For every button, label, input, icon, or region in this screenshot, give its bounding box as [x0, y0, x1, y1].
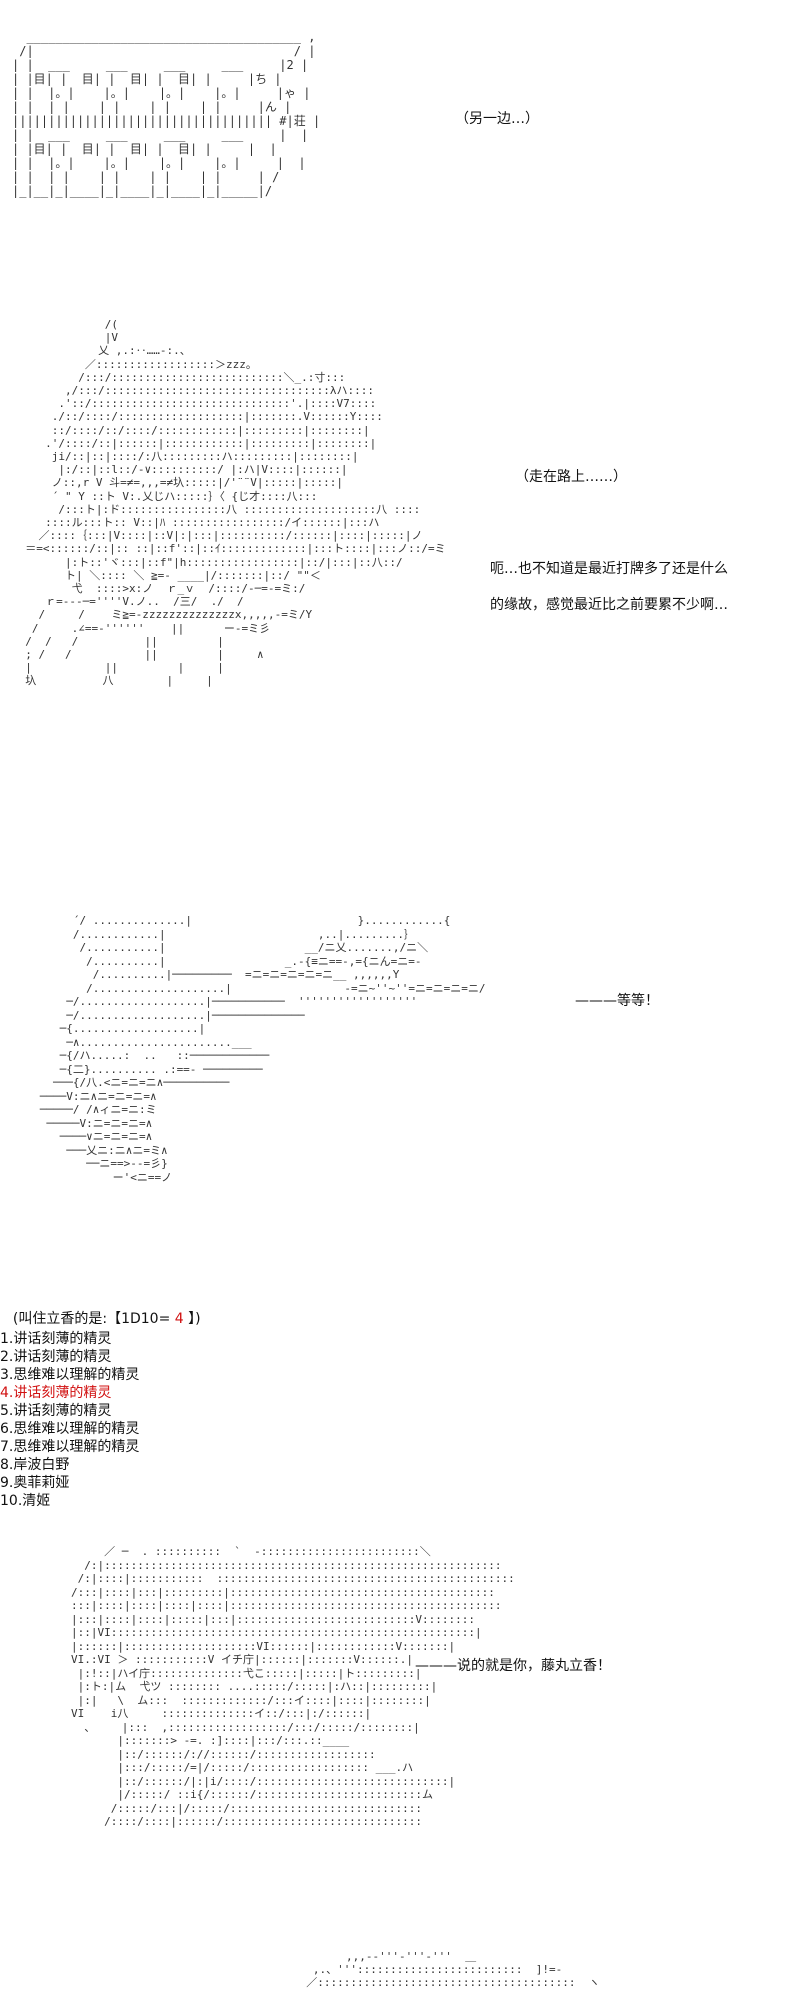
- option-item: 5.讲话刻薄的精灵: [0, 1403, 112, 1419]
- option-item: 2.讲话刻薄的精灵: [0, 1349, 112, 1365]
- option-item: 7.思维难以理解的精灵: [0, 1439, 140, 1455]
- monologue-line-1: 呃…也不知道是最近打牌多了还是什么: [490, 561, 728, 577]
- girl-character-art: ／ ─ . :::::::::: ` ‐::::::::::::::::::::…: [70, 1545, 515, 1828]
- option-item: 1.讲话刻薄的精灵: [0, 1331, 112, 1347]
- option-item-selected: 4.讲话刻薄的精灵: [0, 1385, 112, 1401]
- caption-wait: ———等等！: [575, 993, 659, 1009]
- bottom-partial-art: ,,,--'''‐'''‐''' ＿ ,.、''':::::::::::::::…: [306, 1950, 600, 1989]
- caption-on-the-road: （走在路上……）: [515, 469, 627, 485]
- dice-result: 4: [174, 1311, 184, 1327]
- option-item: 6.思维难以理解的精灵: [0, 1421, 140, 1437]
- apartment-building-art: ______________________________________ ,…: [12, 30, 321, 198]
- option-item: 3.思维难以理解的精灵: [0, 1367, 140, 1383]
- caption-called-out: ———说的就是你，藤丸立香！: [415, 1658, 611, 1674]
- dice-roll-line: (叫住立香的是:【1D10= 4 】): [4, 1292, 201, 1328]
- dice-prefix: (叫住立香的是:【1D10=: [12, 1311, 175, 1327]
- option-item: 8.岸波白野: [0, 1457, 70, 1473]
- dice-suffix: 】): [183, 1311, 201, 1327]
- monologue-line-2: 的缘故，感觉最近比之前要累不少啊…: [490, 597, 728, 613]
- option-item: 9.奥菲莉娅: [0, 1475, 70, 1491]
- waving-character-art: ´/ ..............| }............{ /.....…: [39, 914, 486, 1184]
- caption-other-side: （另一边…）: [455, 111, 539, 127]
- option-item: 10.清姬: [0, 1493, 51, 1509]
- walking-character-art: /( |V 乂 ,.:‥……-:.、 ／::::::::::::::::::＞z…: [25, 318, 446, 688]
- option-list: 1.讲话刻薄的精灵 2.讲话刻薄的精灵 3.思维难以理解的精灵 4.讲话刻薄的精…: [0, 1330, 139, 1510]
